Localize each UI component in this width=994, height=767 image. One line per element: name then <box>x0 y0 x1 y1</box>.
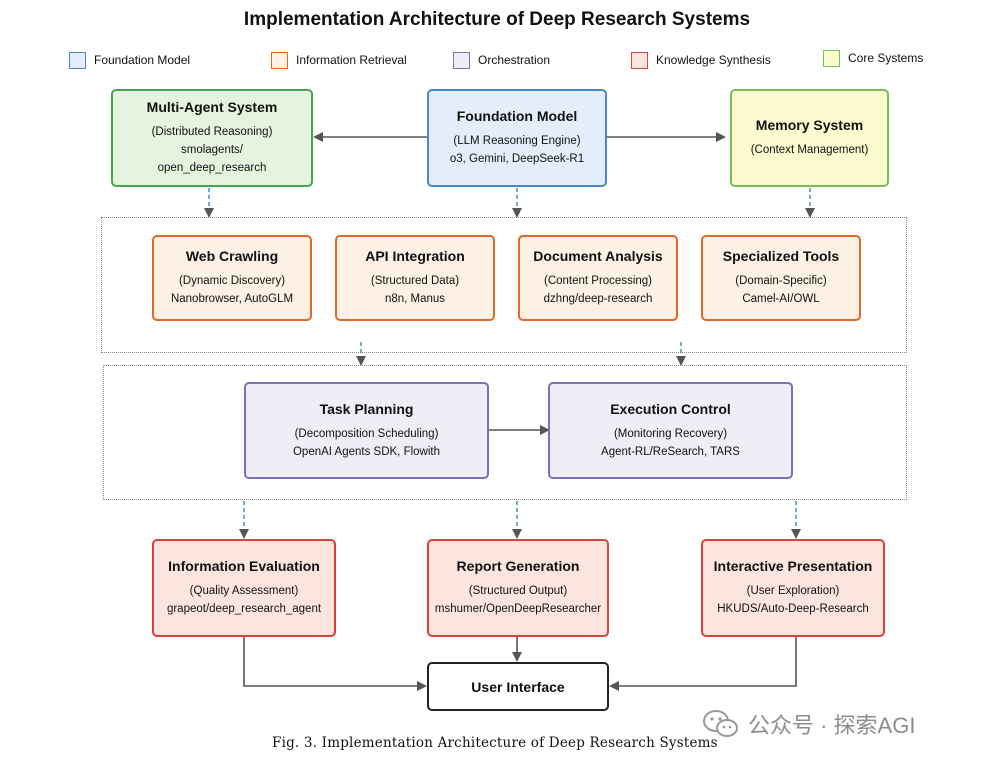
node-title: Report Generation <box>456 558 580 574</box>
node-subtitle: (User Exploration) <box>746 585 840 597</box>
memory-system-node: Memory System (Context Management) <box>730 89 889 187</box>
legend-core-systems: Core Systems <box>823 47 923 69</box>
node-detail: Camel-AI/OWL <box>742 293 820 305</box>
report-generation-node: Report Generation (Structured Output) ms… <box>427 539 609 637</box>
node-subtitle: (Decomposition Scheduling) <box>294 427 439 440</box>
node-subtitle: (LLM Reasoning Engine) <box>453 135 581 147</box>
watermark: 公众号 · 探索AGI <box>702 708 915 740</box>
interactive-presentation-node: Interactive Presentation (User Explorati… <box>701 539 885 637</box>
node-subtitle: (Content Processing) <box>543 275 653 287</box>
node-detail: Agent-RL/ReSearch, TARS <box>601 445 740 458</box>
legend-knowledge-synthesis: Knowledge Synthesis <box>631 49 771 71</box>
api-integration-node: API Integration (Structured Data) n8n, M… <box>335 235 495 321</box>
node-detail: dzhng/deep-research <box>543 293 653 305</box>
legend-label: Knowledge Synthesis <box>656 53 771 67</box>
legend-label: Core Systems <box>848 51 924 65</box>
node-title: Specialized Tools <box>722 248 840 264</box>
figure-caption: Fig. 3. Implementation Architecture of D… <box>272 735 718 751</box>
retrieval-group <box>101 217 907 353</box>
legend-swatch-core <box>823 49 840 67</box>
node-title: API Integration <box>365 248 465 264</box>
node-subtitle: (Structured Output) <box>468 585 568 597</box>
node-detail: o3, Gemini, DeepSeek-R1 <box>449 153 585 165</box>
wechat-icon <box>703 710 738 737</box>
legend-information-retrieval: Information Retrieval <box>271 49 407 71</box>
node-detail: OpenAI Agents SDK, Flowith <box>292 445 441 458</box>
node-detail: smolagents/ <box>180 144 243 156</box>
node-subtitle: (Dynamic Discovery) <box>178 275 286 287</box>
multi-agent-system-node: Multi-Agent System (Distributed Reasonin… <box>111 89 313 187</box>
node-title: Foundation Model <box>456 108 578 124</box>
node-detail: HKUDS/Auto-Deep-Research <box>717 603 869 615</box>
task-planning-node: Task Planning (Decomposition Scheduling)… <box>244 382 489 479</box>
node-subtitle: (Quality Assessment) <box>189 585 299 597</box>
legend-label: Information Retrieval <box>296 53 407 67</box>
information-evaluation-node: Information Evaluation (Quality Assessme… <box>152 539 336 637</box>
diagram-title: Implementation Architecture of Deep Rese… <box>243 9 751 30</box>
legend-orchestration: Orchestration <box>453 49 550 71</box>
user-interface-node: User Interface <box>427 662 609 711</box>
legend-foundation-model: Foundation Model <box>69 49 190 71</box>
foundation-model-node: Foundation Model (LLM Reasoning Engine) … <box>427 89 607 187</box>
watermark-text: 公众号 · 探索AGI <box>748 713 916 738</box>
legend-swatch-foundation <box>69 51 86 69</box>
node-detail: grapeot/deep_research_agent <box>166 603 322 615</box>
arrow-presentation-to-ui <box>609 637 797 691</box>
execution-control-node: Execution Control (Monitoring Recovery) … <box>548 382 793 479</box>
node-title: Document Analysis <box>533 248 663 264</box>
node-title: User Interface <box>471 678 565 695</box>
legend-label: Orchestration <box>478 53 551 67</box>
node-detail: open_deep_research <box>157 162 267 174</box>
node-detail: n8n, Manus <box>384 293 446 305</box>
document-analysis-node: Document Analysis (Content Processing) d… <box>518 235 678 321</box>
node-subtitle: (Monitoring Recovery) <box>613 427 728 440</box>
arrow-evaluation-to-ui <box>243 637 427 691</box>
node-subtitle: (Structured Data) <box>370 275 460 287</box>
node-detail: mshumer/OpenDeepResearcher <box>434 603 602 615</box>
orchestration-group <box>103 365 907 500</box>
legend-swatch-synthesis <box>631 51 648 69</box>
node-title: Execution Control <box>610 400 731 417</box>
node-title: Interactive Presentation <box>713 558 873 574</box>
node-title: Information Evaluation <box>168 558 320 574</box>
node-subtitle: (Distributed Reasoning) <box>151 126 273 138</box>
legend-label: Foundation Model <box>94 53 191 67</box>
node-detail: Nanobrowser, AutoGLM <box>170 293 294 305</box>
node-title: Multi-Agent System <box>146 99 278 115</box>
legend-swatch-retrieval <box>271 51 288 69</box>
node-subtitle: (Context Management) <box>750 144 869 156</box>
node-subtitle: (Domain-Specific) <box>735 275 827 287</box>
specialized-tools-node: Specialized Tools (Domain-Specific) Came… <box>701 235 861 321</box>
node-title: Memory System <box>755 117 864 133</box>
node-title: Web Crawling <box>185 248 279 264</box>
legend-swatch-orchestration <box>453 51 470 69</box>
node-title: Task Planning <box>319 400 414 417</box>
web-crawling-node: Web Crawling (Dynamic Discovery) Nanobro… <box>152 235 312 321</box>
